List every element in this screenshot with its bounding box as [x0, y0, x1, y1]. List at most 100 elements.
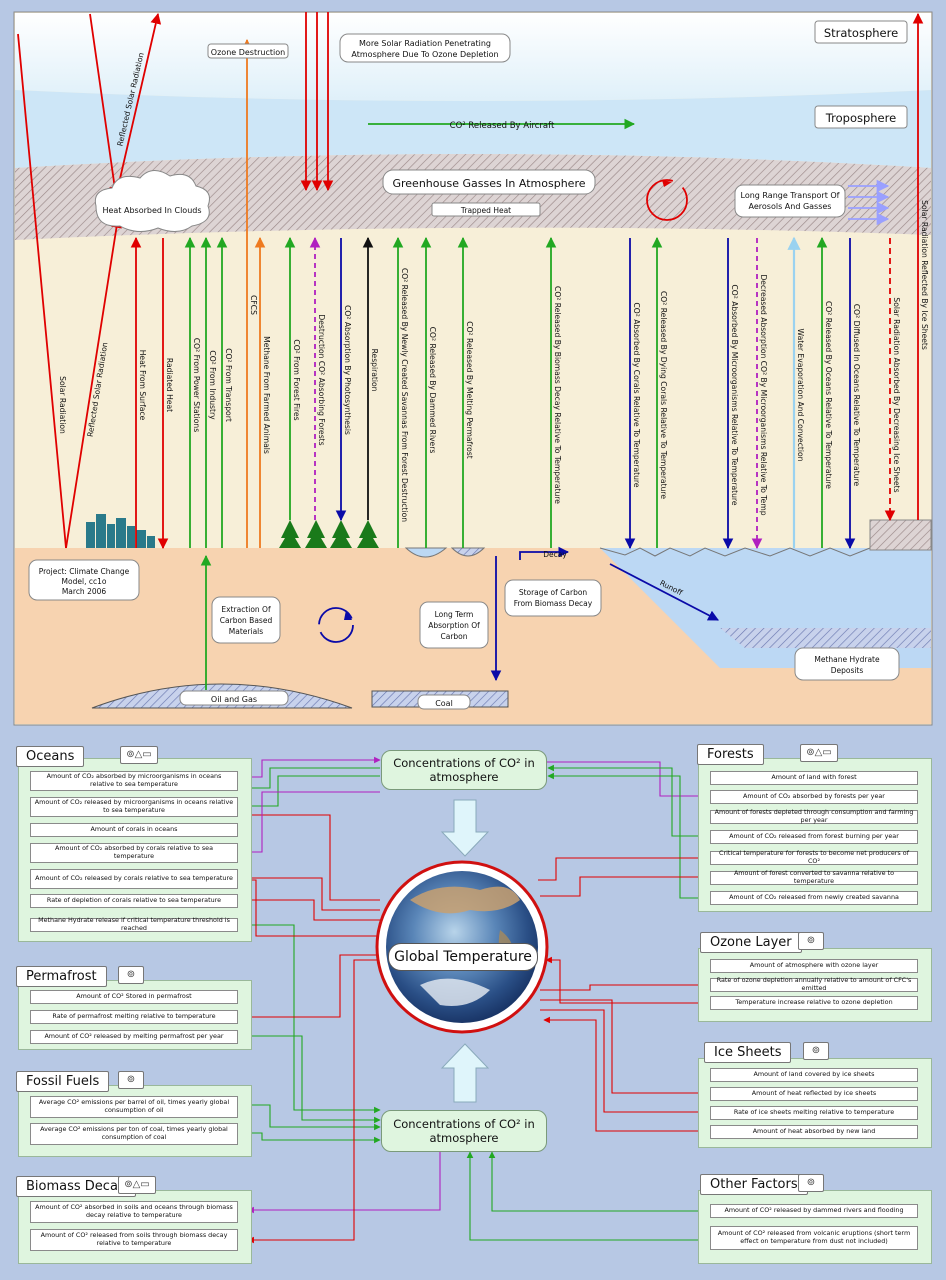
- svg-text:CO² From Industry: CO² From Industry: [208, 350, 217, 420]
- svg-text:CO² Released By Dammed Rivers: CO² Released By Dammed Rivers: [428, 327, 437, 454]
- svg-text:Solar Radiation: Solar Radiation: [58, 376, 67, 434]
- list-item: Amount of CO² absorbed in soils and ocea…: [30, 1201, 238, 1223]
- svg-text:Deposits: Deposits: [831, 666, 864, 675]
- fossil-fuels-title: Fossil Fuels: [16, 1071, 110, 1092]
- list-item: Methane Hydrate release if critical temp…: [30, 917, 238, 932]
- list-item: Temperature increase relative to ozone d…: [710, 996, 918, 1010]
- connector-lines: [238, 756, 709, 1244]
- list-item: Average CO² emissions per barrel of oil,…: [30, 1096, 238, 1118]
- list-item: Amount of heat absorbed by new land: [710, 1125, 918, 1139]
- list-item: Amount of forest converted to savanna re…: [710, 870, 918, 885]
- svg-text:More Solar Radiation Penetrati: More Solar Radiation Penetrating: [359, 39, 491, 48]
- svg-text:CO² Absorbed By Microorganisms: CO² Absorbed By Microorganisms Relative …: [730, 284, 739, 505]
- list-item: Amount of CO₂ released by microorganisms…: [30, 797, 238, 817]
- flow-arrows: [130, 12, 924, 690]
- list-item: Amount of CO₂ released by corals relativ…: [30, 869, 238, 889]
- shapes-icon: ⊚: [118, 966, 144, 984]
- list-item: Amount of land with forest: [710, 771, 918, 785]
- svg-text:CO² Absorption By Photosynthes: CO² Absorption By Photosynthesis: [343, 305, 352, 435]
- list-item: Average CO² emissions per ton of coal, t…: [30, 1123, 238, 1145]
- cycle-arrowhead: [662, 180, 672, 187]
- list-item: Rate of depletion of corals relative to …: [30, 894, 238, 908]
- svg-text:Troposphere: Troposphere: [825, 111, 896, 125]
- list-item: Amount of CO₂ absorbed by microorganisms…: [30, 771, 238, 791]
- svg-text:Project: Climate Change: Project: Climate Change: [39, 567, 130, 576]
- global-temperature-label: Global Temperature: [388, 943, 538, 971]
- svg-text:Aerosols And Gasses: Aerosols And Gasses: [749, 202, 832, 211]
- svg-text:Carbon Based: Carbon Based: [220, 616, 273, 625]
- svg-text:Materials: Materials: [229, 627, 263, 636]
- svg-text:Carbon: Carbon: [440, 632, 467, 641]
- svg-text:Respiration: Respiration: [370, 349, 379, 392]
- svg-text:Coal: Coal: [435, 699, 453, 708]
- top-boxes: [28, 20, 908, 710]
- biomass-title: Biomass Decay: [16, 1176, 136, 1197]
- svg-text:Long Term: Long Term: [435, 610, 474, 619]
- list-item: Amount of land covered by ice sheets: [710, 1068, 918, 1082]
- svg-text:Long Range Transport Of: Long Range Transport Of: [741, 191, 840, 200]
- forests-title: Forests: [697, 744, 764, 765]
- svg-text:CO² Released By Biomass Decay: CO² Released By Biomass Decay Relative T…: [553, 286, 562, 504]
- svg-text:Methane Hydrate: Methane Hydrate: [814, 655, 880, 664]
- svg-text:CO² Released By Aircraft: CO² Released By Aircraft: [450, 121, 555, 131]
- list-item: Amount of CO² released from volcanic eru…: [710, 1226, 918, 1250]
- ice-sheets-title: Ice Sheets: [704, 1042, 792, 1063]
- svg-text:Destruction CO² Absorbing Fore: Destruction CO² Absorbing Forests: [317, 314, 326, 445]
- shapes-icon: ⊚: [803, 1042, 829, 1060]
- svg-text:CO² Diffused In Oceans Relativ: CO² Diffused In Oceans Relative To Tempe…: [852, 304, 861, 487]
- list-item: Amount of CO₂ absorbed by forests per ye…: [710, 790, 918, 804]
- carbon-cycle-arrowhead: [344, 610, 352, 620]
- co2-concentration-top: Concentrations of CO² in atmosphere: [381, 750, 547, 790]
- down-arrow-shape: [440, 799, 490, 857]
- ozone-title: Ozone Layer: [700, 932, 802, 953]
- svg-text:Solar Radiation Reflected By I: Solar Radiation Reflected By Ice Sheets: [920, 200, 929, 350]
- svg-text:Heat Absorbed In Clouds: Heat Absorbed In Clouds: [102, 206, 201, 215]
- list-item: Amount of CO² released from soils throug…: [30, 1229, 238, 1251]
- svg-text:Heat From Surface: Heat From Surface: [138, 350, 147, 421]
- list-item: Amount of CO² Stored in permafrost: [30, 990, 238, 1004]
- svg-text:Atmosphere Due To Ozone Deplet: Atmosphere Due To Ozone Depletion: [351, 50, 498, 59]
- list-item: Amount of corals in oceans: [30, 823, 238, 837]
- svg-text:Radiated Heat: Radiated Heat: [165, 358, 174, 412]
- svg-text:Ozone Destruction: Ozone Destruction: [211, 48, 285, 57]
- svg-text:Greenhouse Gasses In Atmospher: Greenhouse Gasses In Atmosphere: [392, 177, 585, 190]
- shapes-icon: ⊚: [798, 932, 824, 950]
- co2-concentration-bottom: Concentrations of CO² in atmosphere: [381, 1110, 547, 1152]
- svg-text:CO² From Forest Fires: CO² From Forest Fires: [292, 339, 301, 420]
- svg-text:Extraction Of: Extraction Of: [221, 605, 271, 614]
- svg-text:Decay: Decay: [543, 550, 567, 559]
- svg-text:Trapped Heat: Trapped Heat: [460, 206, 511, 215]
- cloud-icon: [94, 170, 210, 232]
- list-item: Critical temperature for forests to beco…: [710, 850, 918, 865]
- svg-text:CFCS: CFCS: [249, 295, 258, 315]
- cycle-icon: [646, 179, 688, 221]
- list-item: Rate of ozone depletion annually relativ…: [710, 977, 918, 992]
- svg-text:CO² Released By Oceans Relativ: CO² Released By Oceans Relative To Tempe…: [824, 301, 833, 489]
- permafrost-title: Permafrost: [16, 966, 107, 987]
- svg-text:CO² Absorbed By Corals Relativ: CO² Absorbed By Corals Relative To Tempe…: [632, 302, 641, 487]
- svg-text:CO² From Power Stations: CO² From Power Stations: [192, 338, 201, 432]
- svg-text:March 2006: March 2006: [62, 587, 107, 596]
- list-item: Amount of CO₂ released from newly create…: [710, 891, 918, 905]
- tree-icons: [279, 520, 379, 548]
- list-item: Amount of heat reflected by ice sheets: [710, 1087, 918, 1101]
- list-item: Amount of CO² released by melting permaf…: [30, 1030, 238, 1044]
- other-factors-title: Other Factors: [700, 1174, 808, 1195]
- svg-text:From Biomass Decay: From Biomass Decay: [514, 599, 593, 608]
- up-arrow-shape: [440, 1043, 490, 1103]
- svg-text:Stratosphere: Stratosphere: [824, 26, 898, 40]
- svg-text:Absorption Of: Absorption Of: [428, 621, 480, 630]
- svg-text:CO² Released By Dying Corals R: CO² Released By Dying Corals Relative To…: [659, 291, 668, 499]
- svg-text:CO² From Transport: CO² From Transport: [224, 348, 233, 422]
- shapes-icon: ⊚△▭: [120, 746, 158, 764]
- svg-text:Storage of Carbon: Storage of Carbon: [519, 588, 588, 597]
- svg-text:Water Evaporation And Convecti: Water Evaporation And Convection: [796, 329, 805, 462]
- svg-text:CO² Released By Newly Created: CO² Released By Newly Created Savannas F…: [400, 268, 409, 522]
- top-panel: [13, 11, 933, 726]
- carbon-cycle-icon: [318, 607, 354, 643]
- list-item: Rate of permafrost melting relative to t…: [30, 1010, 238, 1024]
- svg-text:Model, cc1o: Model, cc1o: [62, 577, 107, 586]
- list-item: Amount of forests depleted through consu…: [710, 809, 918, 824]
- list-item: Amount of atmosphere with ozone layer: [710, 959, 918, 973]
